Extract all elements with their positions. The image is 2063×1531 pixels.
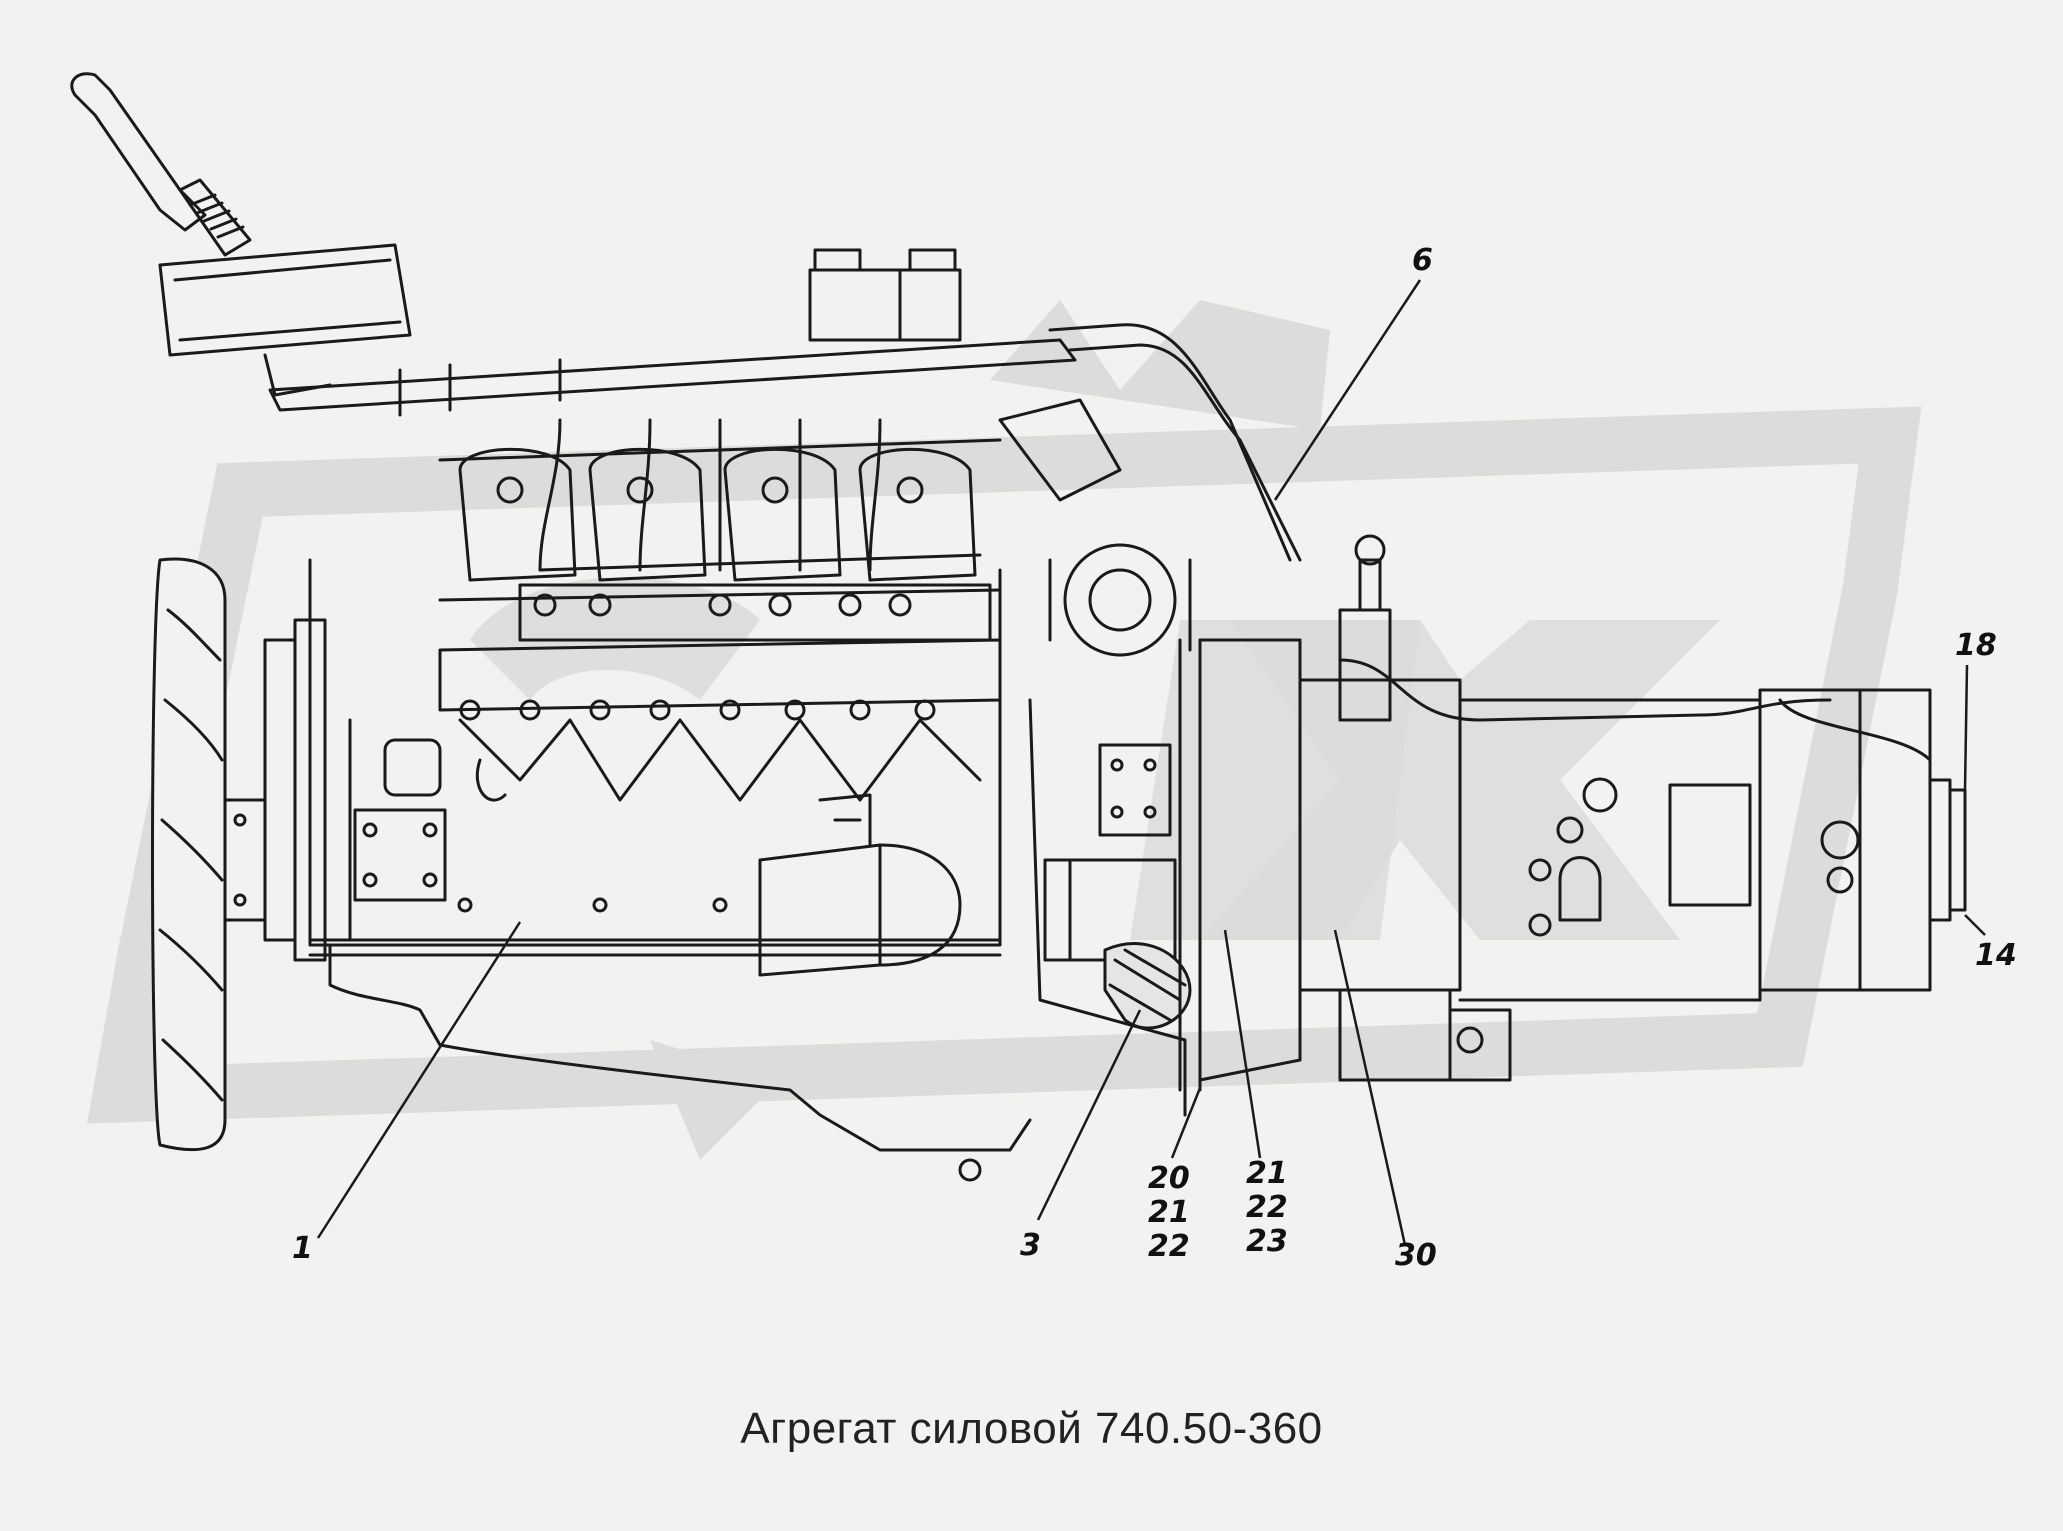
callout-21b: 22 <box>1246 1190 1288 1225</box>
gear-shift-lever <box>70 72 412 397</box>
callout-18: 18 <box>1955 628 1997 663</box>
coolant-tanks <box>808 248 962 342</box>
output-flange <box>1928 778 1967 922</box>
watermark-logo <box>86 300 1922 1160</box>
leader-1 <box>316 921 522 1239</box>
callout-14: 14 <box>1975 938 2017 973</box>
callouts: 1 3 6 14 18 20 21 22 21 22 23 30 <box>292 243 2017 1273</box>
callout-21c: 23 <box>1246 1224 1288 1259</box>
callout-30: 30 <box>1395 1238 1437 1273</box>
cooling-fan <box>151 557 227 1152</box>
top-rail <box>268 323 1302 562</box>
leader-6 <box>1273 279 1422 501</box>
engine-block <box>308 558 1032 1182</box>
callout-6: 6 <box>1412 243 1433 278</box>
callout-3: 3 <box>1020 1228 1041 1263</box>
leader-14 <box>1964 914 1986 936</box>
callout-20c: 22 <box>1148 1229 1190 1264</box>
leader-3 <box>1036 1009 1142 1221</box>
turbocharger <box>998 398 1192 657</box>
callout-1: 1 <box>292 1231 313 1266</box>
fuel-lines <box>518 418 992 642</box>
leader-20 <box>1170 1087 1202 1159</box>
leader-30 <box>1333 929 1407 1246</box>
shift-linkage <box>1338 534 1392 722</box>
diagram-caption: Агрегат силовой 740.50-360 <box>740 1404 1323 1453</box>
intake-manifold <box>438 638 1002 802</box>
leader-lines <box>316 279 1986 1246</box>
callout-20a: 20 <box>1148 1161 1190 1196</box>
leader-18 <box>1963 664 1969 791</box>
clutch-housing <box>1178 638 1302 1092</box>
leader-21 <box>1223 929 1262 1159</box>
flywheel-section <box>1103 942 1192 1030</box>
callout-21a: 21 <box>1246 1156 1288 1191</box>
callout-20b: 21 <box>1148 1195 1190 1230</box>
engine-drawing <box>70 72 1967 1182</box>
gearbox <box>1298 658 1932 1002</box>
gearbox-starter <box>1338 988 1512 1082</box>
